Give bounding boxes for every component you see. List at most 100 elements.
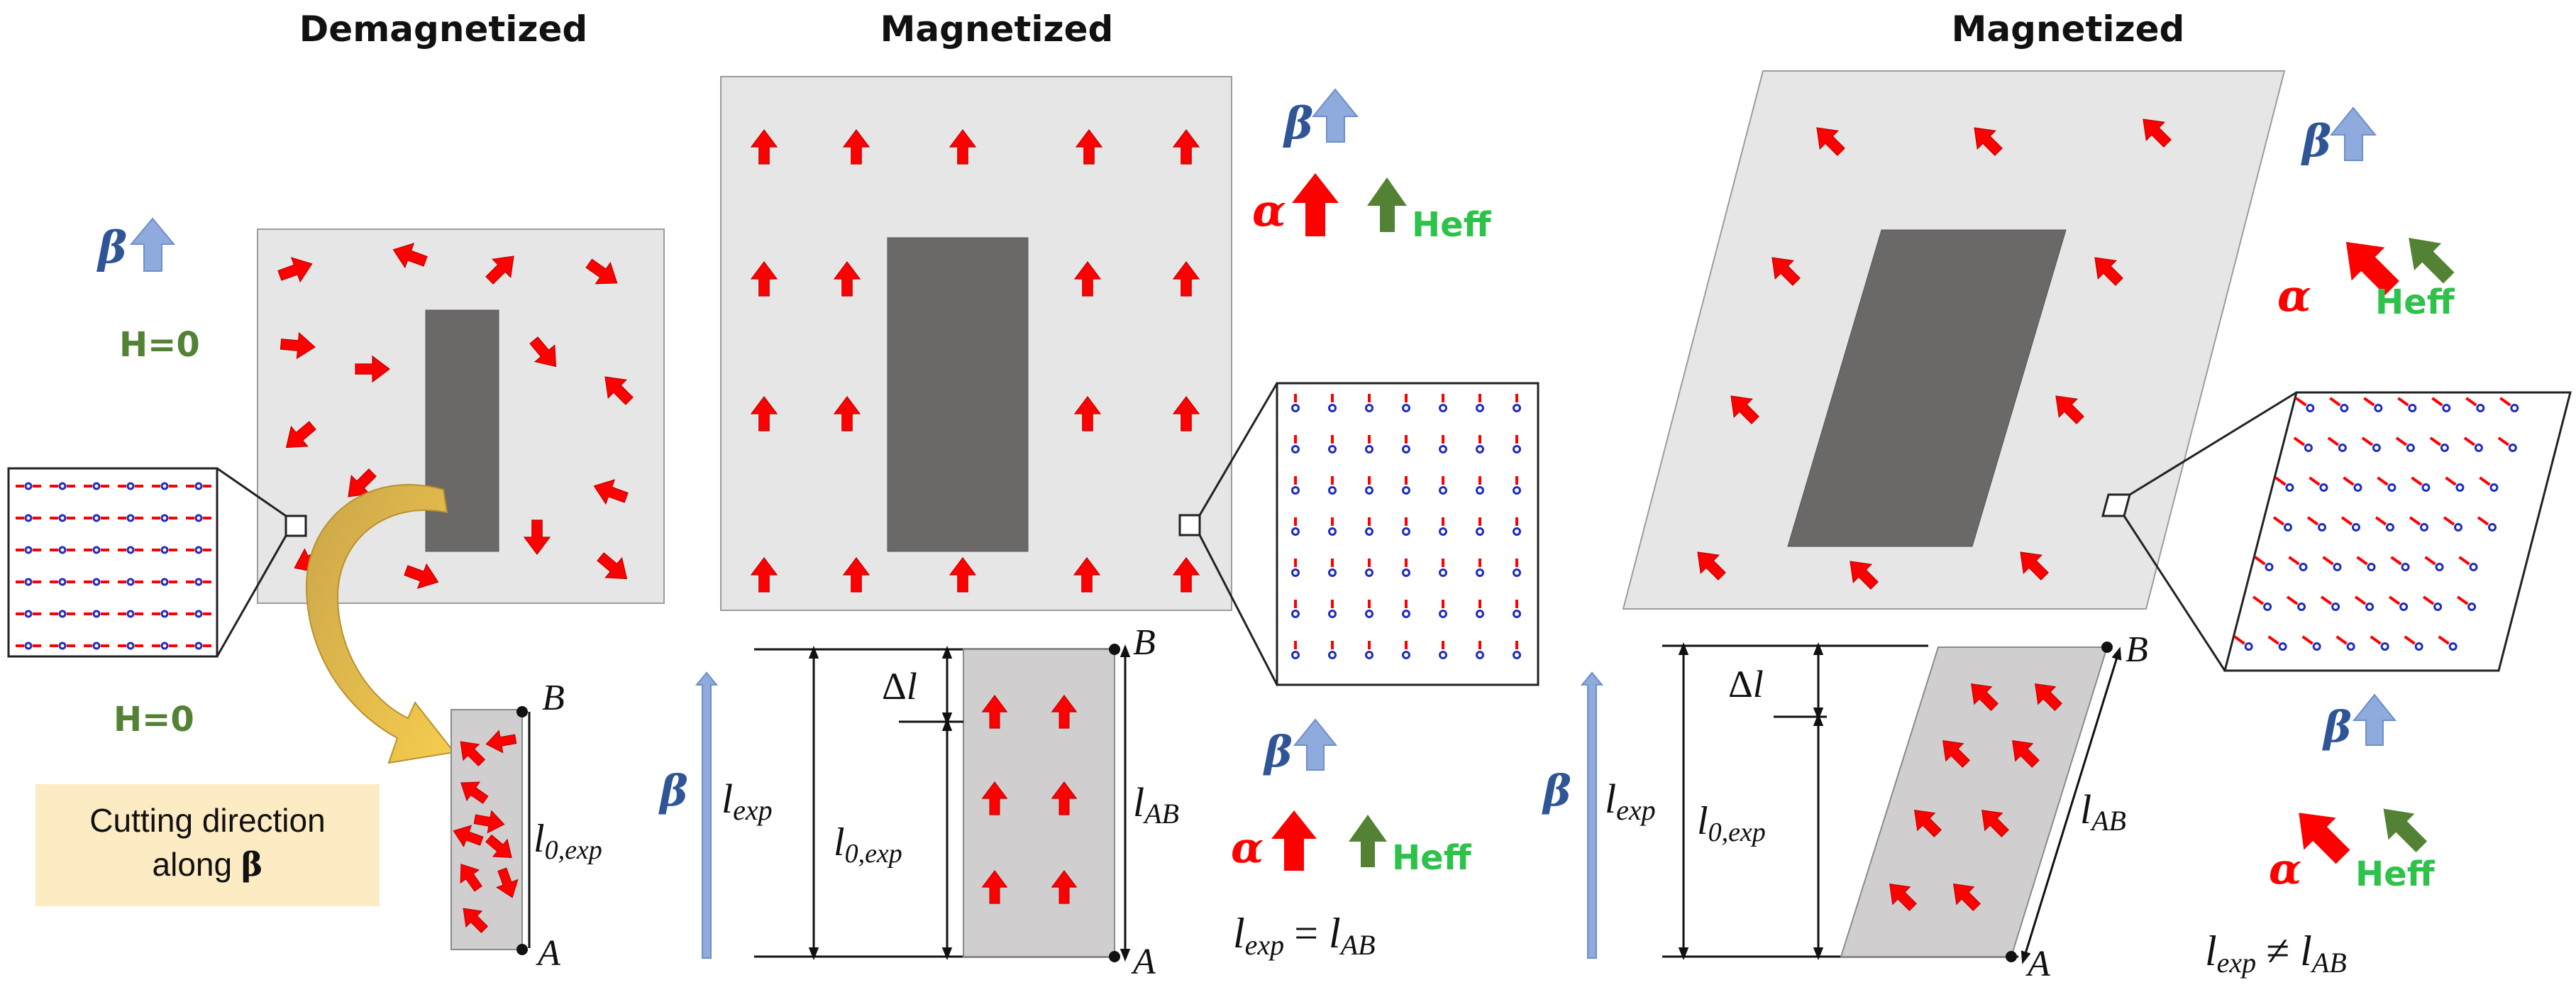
atom-dot bbox=[1328, 568, 1337, 577]
spin-tick bbox=[2445, 476, 2457, 486]
atom-dot bbox=[2421, 483, 2431, 492]
spin-tick bbox=[2404, 635, 2416, 645]
atom-dot bbox=[1365, 568, 1373, 577]
moment-arrow-icon bbox=[981, 781, 1008, 815]
moment-arrow-icon bbox=[981, 695, 1008, 729]
atom-dot bbox=[1291, 486, 1300, 495]
beta-label: β bbox=[2322, 703, 2352, 752]
atom-dot bbox=[24, 610, 33, 618]
atom-dot bbox=[1328, 651, 1337, 659]
moment-arrow-icon bbox=[1850, 561, 1879, 590]
spin-tick bbox=[2477, 516, 2489, 526]
atom-dot bbox=[24, 642, 33, 650]
atom-dot bbox=[2319, 483, 2328, 492]
atom-dot bbox=[24, 546, 33, 554]
moment-arrow-icon bbox=[1889, 884, 1917, 911]
heff-label: Heff bbox=[1412, 205, 1492, 245]
alpha-direction-icon bbox=[2345, 241, 2399, 295]
atom-dot bbox=[2387, 483, 2397, 492]
atom-dot bbox=[1439, 610, 1447, 618]
atom-dot bbox=[24, 514, 33, 522]
atom-dot bbox=[2399, 602, 2409, 611]
moment-arrow-icon bbox=[460, 781, 489, 804]
moment-arrow-icon bbox=[355, 355, 391, 383]
moment-arrow-icon bbox=[750, 128, 778, 165]
moment-arrow-icon bbox=[1073, 395, 1102, 431]
point-b-dot bbox=[1109, 644, 1120, 655]
moment-arrow-icon bbox=[2143, 119, 2172, 148]
atom-dot bbox=[58, 642, 67, 650]
atom-dot bbox=[2304, 444, 2313, 452]
moment-arrow-icon bbox=[523, 519, 551, 556]
alpha-direction-icon bbox=[2299, 813, 2350, 864]
spin-tick bbox=[2343, 476, 2355, 486]
atom-dot bbox=[1291, 610, 1300, 618]
length-label-lexp: lexp bbox=[1605, 776, 1656, 826]
spin-tick bbox=[2479, 476, 2491, 486]
panel-title-magnetized-tilted: Magnetized bbox=[1952, 9, 2185, 50]
moment-arrow-icon bbox=[1942, 740, 1970, 768]
spin-tick bbox=[2497, 436, 2510, 446]
atom-dot bbox=[2414, 642, 2423, 651]
moment-arrow-icon bbox=[460, 741, 486, 767]
atom-dot bbox=[2455, 483, 2465, 492]
atom-dot bbox=[194, 578, 203, 586]
beta-direction-icon bbox=[2352, 693, 2397, 746]
point-b-label: B bbox=[542, 678, 565, 718]
atom-dot bbox=[2419, 523, 2428, 532]
spin-tick bbox=[2465, 397, 2477, 407]
length-label-l0exp: l0,exp bbox=[534, 817, 602, 865]
atom-dot bbox=[92, 546, 101, 554]
zoom-line bbox=[2123, 515, 2226, 671]
atom-dot bbox=[2265, 563, 2274, 571]
atom-dot bbox=[2317, 523, 2326, 532]
spin-tick bbox=[2233, 635, 2245, 645]
beta-label: β bbox=[96, 221, 127, 273]
atom-dot bbox=[92, 642, 101, 650]
spin-tick bbox=[2395, 436, 2408, 446]
atom-dot bbox=[160, 610, 169, 618]
atom-dot bbox=[2435, 563, 2444, 571]
relation-equal: lexp= lAB bbox=[1233, 910, 1376, 961]
moment-arrow-icon bbox=[473, 810, 505, 834]
atom-dot bbox=[1439, 651, 1447, 659]
atom-dot bbox=[2297, 602, 2306, 611]
moment-arrow-icon bbox=[1730, 395, 1759, 424]
spin-tick bbox=[2388, 595, 2401, 605]
moment-arrows-magnetized-tilted bbox=[1697, 119, 2172, 590]
atom-dot bbox=[1476, 610, 1484, 618]
beta-label: β bbox=[658, 766, 688, 816]
spin-tick bbox=[2458, 556, 2470, 566]
atom-dot bbox=[1513, 610, 1521, 618]
beta-direction-icon bbox=[129, 217, 176, 272]
moment-arrow-icon bbox=[1697, 551, 1726, 580]
atom-dot bbox=[2338, 444, 2347, 452]
moment-arrow-icon bbox=[750, 260, 778, 297]
moment-arrow-icon bbox=[1172, 556, 1200, 593]
atom-dot bbox=[126, 578, 135, 586]
atom-dot bbox=[92, 578, 101, 586]
point-b-dot bbox=[516, 706, 528, 717]
atom-dot bbox=[160, 642, 169, 650]
spin-tick bbox=[2272, 516, 2285, 526]
atom-dot bbox=[1402, 568, 1410, 577]
moment-arrow-icon bbox=[1172, 128, 1200, 165]
atom-dot bbox=[92, 514, 101, 522]
atom-dot bbox=[160, 578, 169, 586]
atom-dot bbox=[2510, 404, 2519, 412]
length-arrow-lab bbox=[2021, 646, 2122, 964]
atom-dot bbox=[1365, 610, 1373, 618]
atom-dot bbox=[2474, 444, 2483, 452]
atom-dot bbox=[2331, 602, 2340, 611]
atom-dot bbox=[2333, 563, 2342, 571]
spin-tick bbox=[2306, 516, 2319, 526]
moment-arrow-icon bbox=[1051, 695, 1078, 729]
beta-direction-icon bbox=[1293, 718, 1338, 771]
atom-dot bbox=[126, 482, 135, 490]
atom-dot bbox=[2433, 602, 2443, 611]
beta-direction-icon bbox=[1311, 88, 1359, 143]
moment-arrow-icon bbox=[460, 864, 482, 892]
atom-dot bbox=[1328, 610, 1337, 618]
zoom-marker bbox=[2101, 493, 2131, 517]
atom-dot bbox=[2401, 563, 2410, 571]
